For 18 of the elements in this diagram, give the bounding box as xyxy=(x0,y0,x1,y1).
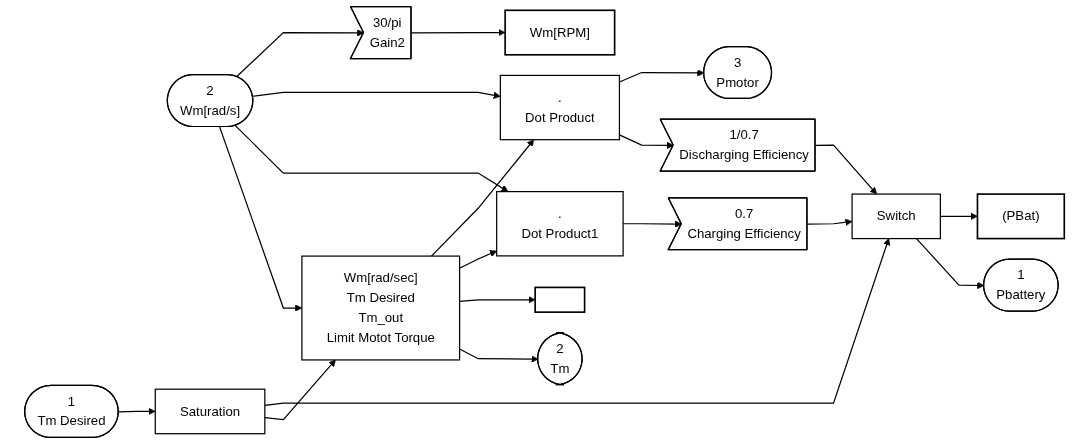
arrow xyxy=(806,218,853,226)
arrow xyxy=(410,28,506,37)
arrow xyxy=(459,296,536,304)
node-box: Saturation xyxy=(154,388,266,435)
arrow xyxy=(814,144,877,195)
node-box: Switch xyxy=(851,193,941,240)
node-box xyxy=(534,286,586,313)
arrow xyxy=(264,238,891,406)
arrow xyxy=(459,250,497,269)
arrow xyxy=(264,359,336,421)
arrow xyxy=(234,124,509,192)
node-box: Wm[rad/sec] Tm Desired Tm_out Limit Motot Torque xyxy=(301,255,461,361)
node-box: (PBat) xyxy=(976,193,1066,240)
node-box: . Dot Product1 xyxy=(496,191,624,257)
node-box: Wm[RPM] xyxy=(504,9,616,56)
arrow xyxy=(430,139,535,257)
arrow xyxy=(252,91,501,99)
node-box: . Dot Product xyxy=(499,74,621,141)
